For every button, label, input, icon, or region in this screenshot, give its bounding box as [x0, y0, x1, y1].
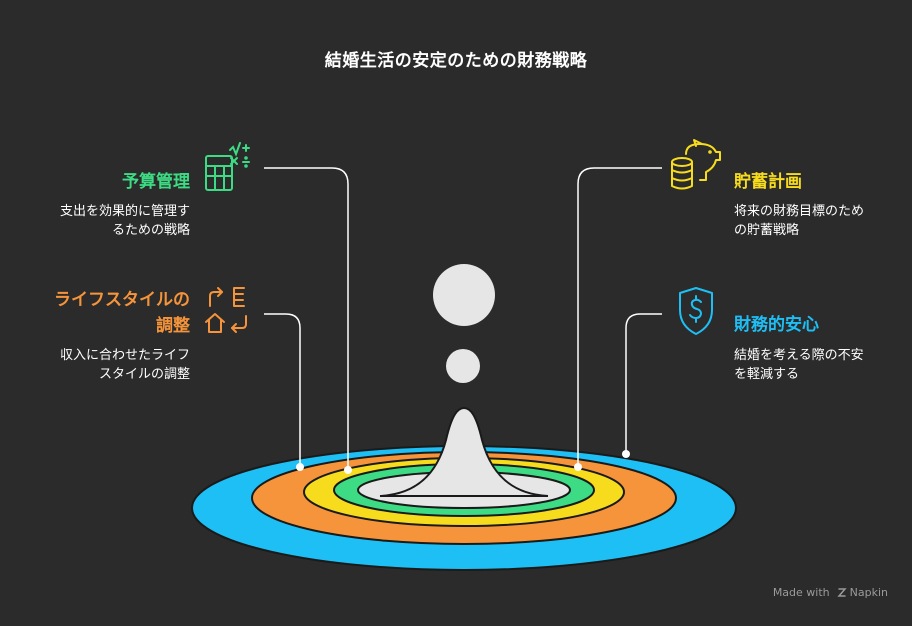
lifestyle-title-line1: ライフスタイルの — [54, 290, 190, 310]
napkin-logo-icon — [837, 588, 847, 597]
lifestyle-description: 収入に合わせたライフ スタイルの調整 — [20, 346, 190, 384]
connector-lifestyle-dot — [296, 463, 304, 471]
diagram-title: 結婚生活の安定のための財務戦略 — [324, 51, 588, 71]
made-with-napkin-badge[interactable]: Made with Napkin — [773, 586, 888, 599]
droplet-small — [446, 349, 480, 383]
connector-security-dot — [622, 450, 630, 458]
connector-lifestyle — [264, 313, 301, 467]
budget-description: 支出を効果的に管理す るための戦略 — [20, 202, 190, 240]
droplet-large — [433, 264, 495, 326]
savings-desc-line1: 将来の財務目標のため — [734, 204, 865, 219]
security-title: 財務的安心 — [734, 315, 819, 335]
savings-description: 将来の財務目標のため の貯蓄戦略 — [734, 202, 904, 240]
connector-security — [625, 313, 662, 454]
shield-dollar-icon — [679, 287, 713, 335]
savings-desc-line2: の貯蓄戦略 — [734, 223, 800, 238]
connector-budget-dot — [344, 466, 352, 474]
lifestyle-title: ライフスタイルの 調整 — [10, 287, 190, 339]
piggy-bank-coins-icon — [671, 139, 721, 190]
splash-peak — [379, 406, 549, 497]
security-description: 結婚を考える際の不安 を軽減する — [734, 346, 904, 384]
security-desc-line2: を軽減する — [734, 367, 800, 382]
made-with-label: Made with — [772, 586, 830, 599]
spreadsheet-calculator-icon — [205, 142, 250, 191]
napkin-brand-label: Napkin — [849, 586, 888, 599]
savings-title: 貯蓄計画 — [734, 172, 802, 192]
budget-title: 予算管理 — [122, 172, 190, 192]
lifestyle-title-line2: 調整 — [156, 316, 190, 336]
connector-savings — [577, 167, 662, 467]
connector-savings-dot — [574, 463, 582, 471]
lifestyle-desc-line1: 収入に合わせたライフ — [59, 348, 190, 363]
budget-desc-line2: るための戦略 — [111, 223, 190, 238]
connector-budget — [264, 167, 349, 470]
lifestyle-desc-line2: スタイルの調整 — [98, 367, 190, 382]
house-arrows-icon — [205, 287, 247, 333]
security-desc-line1: 結婚を考える際の不安 — [734, 348, 864, 363]
budget-desc-line1: 支出を効果的に管理す — [59, 204, 190, 219]
